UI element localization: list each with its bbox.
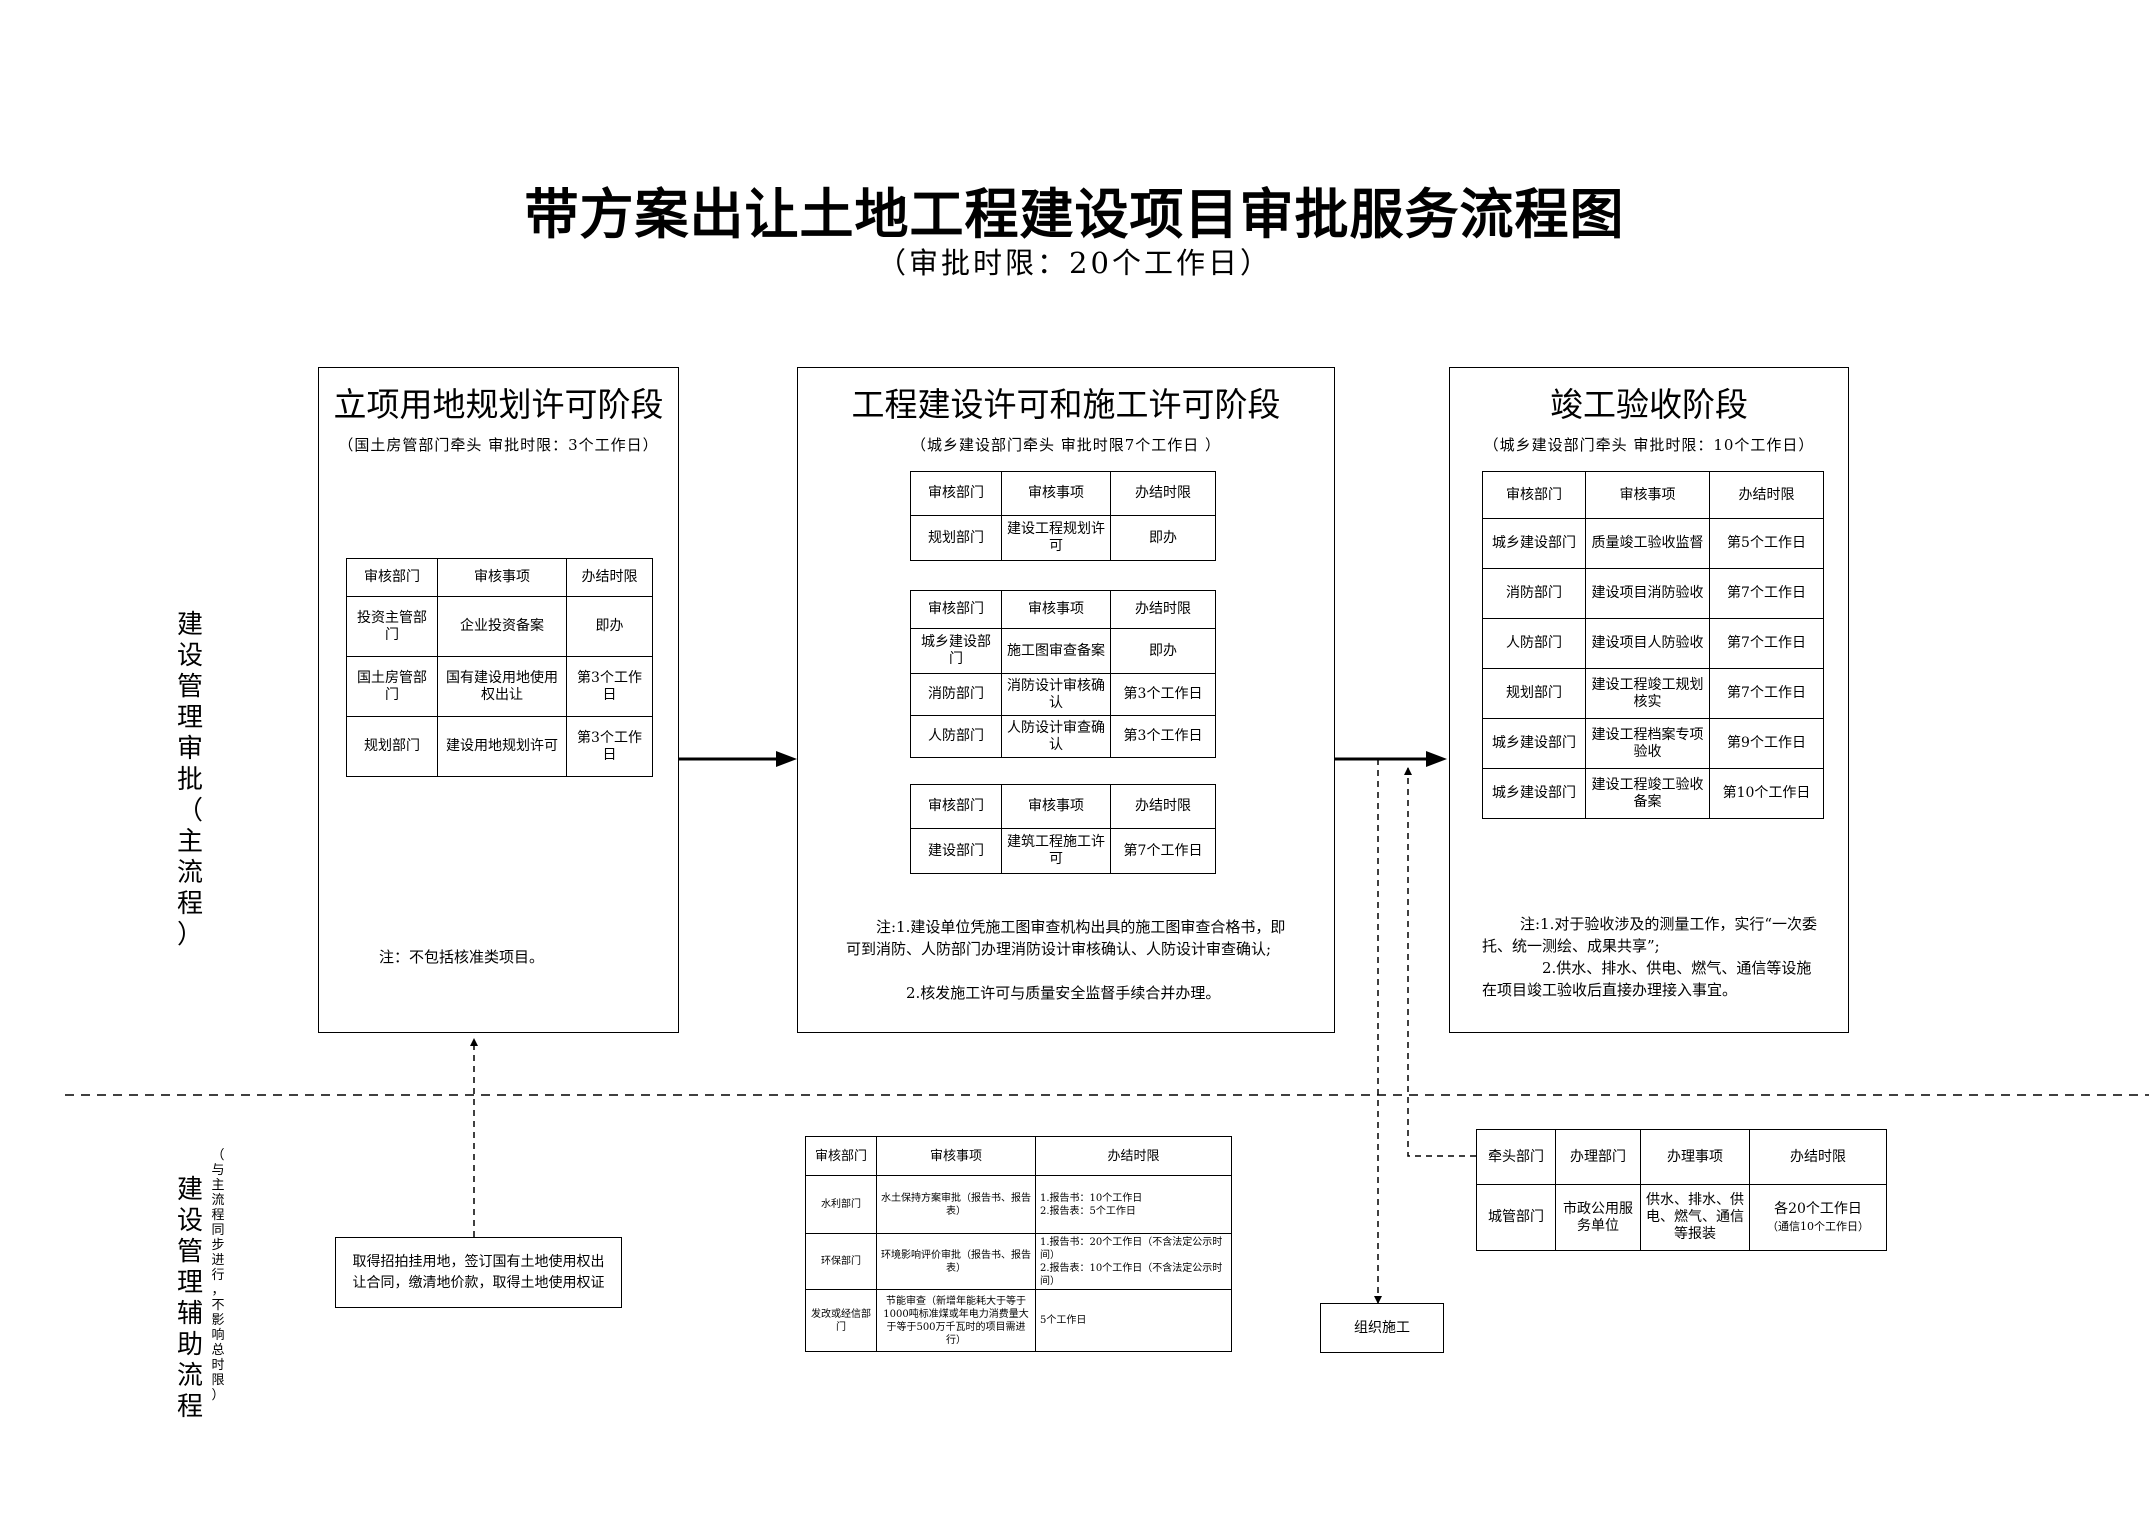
page-title: 带方案出让土地工程建设项目审批服务流程图 bbox=[524, 182, 1625, 246]
stage-2-table-3: 审核部门审核事项办结时限 建设部门建筑工程施工许可第7个工作日 bbox=[910, 784, 1216, 874]
table-row: 环保部门环境影响评价审批（报告书、报告表）1.报告书：20个工作日（不含法定公示… bbox=[805, 1233, 1232, 1290]
stage-3-note-2: 2.供水、排水、供电、燃气、通信等设施在项目竣工验收后直接办理接入事宜。 bbox=[1482, 959, 1812, 999]
aux-flow-label: 建设管理辅助流程 bbox=[176, 1175, 203, 1422]
table-row: 城乡建设部门建设工程档案专项验收第9个工作日 bbox=[1482, 718, 1824, 769]
stage-2-table-1: 审核部门审核事项办结时限 规划部门建设工程规划许可即办 bbox=[910, 471, 1216, 561]
arrow-stage2-to-stage3 bbox=[1335, 751, 1447, 767]
stage-1-note: 注：不包括核准类项目。 bbox=[379, 948, 545, 966]
construction-box: 组织施工 bbox=[1320, 1303, 1444, 1353]
stage-1-table: 审核部门审核事项办结时限 投资主管部门企业投资备案即办 国土房管部门国有建设用地… bbox=[346, 558, 653, 777]
table-row: 消防部门建设项目消防验收第7个工作日 bbox=[1482, 568, 1824, 619]
stage-1-panel: 立项用地规划许可阶段 （国土房管部门牵头 审批时限：3个工作日） 审核部门审核事… bbox=[318, 367, 679, 1033]
header-limit: 办结时限 bbox=[566, 558, 653, 597]
stage-2-panel: 工程建设许可和施工许可阶段 （城乡建设部门牵头 审批时限7个工作日 ） 审核部门… bbox=[797, 367, 1335, 1033]
table-row: 城乡建设部门质量竣工验收监督第5个工作日 bbox=[1482, 518, 1824, 569]
table-row: 规划部门建设用地规划许可第3个工作日 bbox=[346, 716, 653, 777]
table-row: 消防部门消防设计审核确认第3个工作日 bbox=[910, 673, 1216, 716]
table-row: 发改或经信部门节能审查（新增年能耗大于等于1000吨标准煤或年电力消费量大于等于… bbox=[805, 1289, 1232, 1352]
arrow-utility-to-stage3 bbox=[1404, 767, 1476, 1157]
table-row: 人防部门建设项目人防验收第7个工作日 bbox=[1482, 618, 1824, 669]
stage-2-table-2: 审核部门审核事项办结时限 城乡建设部门施工图审查备案即办 消防部门消防设计审核确… bbox=[910, 590, 1216, 758]
stage-1-title: 立项用地规划许可阶段 bbox=[333, 385, 664, 424]
aux-approvals-table: 审核部门审核事项办结时限 水利部门水土保持方案审批（报告书、报告表）1.报告书：… bbox=[805, 1136, 1232, 1352]
table-row: 水利部门水土保持方案审批（报告书、报告表）1.报告书：10个工作日 2.报告表：… bbox=[805, 1175, 1232, 1234]
stage-3-table: 审核部门审核事项办结时限 城乡建设部门质量竣工验收监督第5个工作日 消防部门建设… bbox=[1482, 471, 1824, 819]
table-row: 投资主管部门企业投资备案即办 bbox=[346, 596, 653, 657]
stage-2-subtitle: （城乡建设部门牵头 审批时限7个工作日 ） bbox=[910, 436, 1222, 454]
table-row: 城乡建设部门建设工程竣工验收备案第10个工作日 bbox=[1482, 768, 1824, 819]
utility-table: 牵头部门办理部门办理事项办结时限 城管部门 市政公用服务单位 供水、排水、供电、… bbox=[1476, 1129, 1887, 1251]
stage-3-title: 竣工验收阶段 bbox=[1550, 385, 1748, 424]
table-row: 城乡建设部门施工图审查备案即办 bbox=[910, 628, 1216, 674]
stage-3-subtitle: （城乡建设部门牵头 审批时限：10个工作日） bbox=[1483, 436, 1815, 454]
table-row: 城管部门 市政公用服务单位 供水、排水、供电、燃气、通信等报装 各20个工作日（… bbox=[1476, 1184, 1887, 1251]
main-flow-label: 建设管理审批（主流程） bbox=[176, 610, 203, 950]
stage-2-title: 工程建设许可和施工许可阶段 bbox=[851, 385, 1281, 424]
table-row: 规划部门建设工程竣工规划核实第7个工作日 bbox=[1482, 668, 1824, 719]
header-dept: 审核部门 bbox=[346, 558, 438, 597]
arrow-stage1-to-stage2 bbox=[679, 751, 797, 767]
stage-2-note-2: 2.核发施工许可与质量安全监督手续合并办理。 bbox=[906, 984, 1221, 1002]
aux-flow-note: （与主流程同步进行，不影响总时限） bbox=[211, 1148, 225, 1403]
stage-3-panel: 竣工验收阶段 （城乡建设部门牵头 审批时限：10个工作日） 审核部门审核事项办结… bbox=[1449, 367, 1849, 1033]
page-subtitle: （审批时限：20个工作日） bbox=[877, 246, 1272, 280]
table-row: 国土房管部门国有建设用地使用权出让第3个工作日 bbox=[346, 656, 653, 717]
header-item: 审核事项 bbox=[437, 558, 567, 597]
table-row: 人防部门人防设计审查确认第3个工作日 bbox=[910, 715, 1216, 758]
table-row: 规划部门建设工程规划许可即办 bbox=[910, 515, 1216, 561]
land-acquisition-box: 取得招拍挂用地，签订国有土地使用权出让合同，缴清地价款，取得土地使用权证 bbox=[335, 1237, 622, 1308]
stage-2-note-1: 注:1.建设单位凭施工图审查机构出具的施工图审查合格书，即可到消防、人防部门办理… bbox=[846, 918, 1286, 958]
stage-3-note-1: 注:1.对于验收涉及的测量工作，实行“一次委托、统一测绘、成果共享”; bbox=[1482, 915, 1818, 955]
table-row: 建设部门建筑工程施工许可第7个工作日 bbox=[910, 828, 1216, 874]
stage-1-subtitle: （国土房管部门牵头 审批时限：3个工作日） bbox=[338, 436, 659, 454]
